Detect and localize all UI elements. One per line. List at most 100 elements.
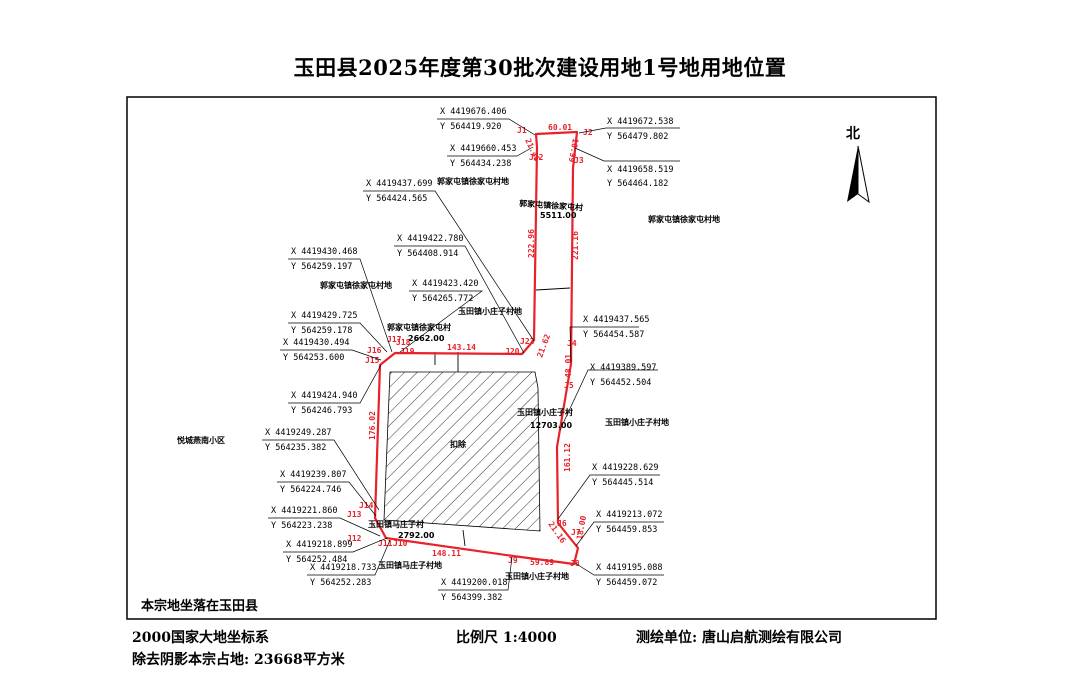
coord-y-j8: Y 564459.072	[596, 578, 657, 588]
north-label: 北	[846, 126, 860, 142]
neighbor-labels: 郭家屯镇徐家屯村地 郭家屯镇徐家屯村地 郭家屯镇徐家屯村地 玉田镇小庄子村地 玉…	[177, 176, 720, 581]
point-label-j22: J22	[529, 153, 544, 162]
point-label-j17: J17	[387, 335, 402, 344]
coordinate-system: 2000国家大地坐标系	[132, 630, 269, 646]
coord-y-j1: Y 564419.920	[440, 122, 501, 132]
point-label-j8: J8	[570, 559, 580, 568]
point-label-j15: J15	[365, 356, 380, 365]
edge-length: 21.46	[523, 137, 541, 163]
point-label-j5: J5	[564, 381, 574, 390]
coord-x-j14: X 4419249.287	[265, 428, 332, 438]
neighbor-label: 玉田镇小庄子村地	[458, 306, 522, 316]
coord-x-j15: X 4419424.940	[291, 391, 358, 401]
coord-x-j3: X 4419658.519	[607, 165, 674, 175]
coord-y-j17: Y 564259.197	[291, 262, 352, 272]
area-label-name: 玉田镇马庄子村	[368, 519, 424, 529]
coord-y-j12: Y 564223.238	[271, 521, 332, 531]
edge-length: 48.01	[564, 354, 573, 378]
coord-x-j19: X 4419423.420	[412, 279, 479, 289]
point-label-j1: J1	[517, 126, 527, 135]
coord-x-j16: X 4419430.494	[283, 338, 350, 348]
point-label-j9: J9	[508, 556, 518, 565]
coord-y-j10: Y 564252.283	[310, 578, 371, 588]
coord-y-j3: Y 564464.182	[607, 179, 668, 189]
coord-y-j13: Y 564224.746	[280, 485, 341, 495]
coordinate-annotations: X 4419676.406 Y 564419.920 X 4419672.538…	[265, 107, 674, 603]
coord-x-j22: X 4419660.453	[450, 144, 517, 154]
neighbor-label: 玉田镇小庄子村地	[505, 571, 569, 581]
edge-length: 222.96	[527, 229, 536, 258]
area-note: 除去阴影本宗占地: 23668平方米	[132, 652, 345, 668]
coord-x-j1: X 4419676.406	[440, 107, 507, 117]
map-title: 玉田县2025年度第30批次建设用地1号地用地位置	[293, 55, 787, 80]
coord-x-j8: X 4419195.088	[596, 563, 663, 573]
area-label-value: 5511.00	[540, 211, 577, 220]
edge-length: 143.14	[447, 343, 476, 352]
excluded-hatched-area	[383, 371, 541, 532]
neighbor-label: 玉田镇马庄子村地	[378, 560, 442, 570]
area-label-value: 2792.00	[398, 531, 435, 540]
edge-length: 221.16	[571, 231, 580, 260]
coord-x-j9: X 4419200.018	[441, 578, 508, 588]
coord-y-j2: Y 564479.802	[607, 132, 668, 142]
coord-x-j7: X 4419213.072	[596, 510, 663, 520]
coord-x-j5: X 4419389.597	[590, 363, 657, 373]
coord-y-j5: Y 564452.504	[590, 378, 651, 388]
point-label-j11: J11	[378, 539, 393, 548]
county-note: 本宗地坐落在玉田县	[141, 598, 258, 614]
point-label-j18: J18	[396, 338, 411, 347]
point-label-j4: J4	[567, 339, 577, 348]
point-label-j14: J14	[359, 501, 374, 510]
coord-x-j12: X 4419221.860	[271, 506, 338, 516]
coord-y-j19: Y 564265.772	[412, 294, 473, 304]
area-label-name: 郭家屯镇徐家屯村	[519, 198, 584, 212]
parcel-area-labels: 郭家屯镇徐家屯村 5511.00 郭家屯镇徐家屯村 2662.00 玉田镇小庄子…	[368, 198, 583, 540]
edge-length: 161.12	[563, 443, 572, 472]
map-frame	[126, 96, 937, 620]
point-label-j23: J23	[520, 337, 535, 346]
surveyor-label: 测绘单位: 唐山启航测绘有限公司	[636, 630, 843, 646]
coord-y-j4: Y 564454.587	[583, 330, 644, 340]
parcel-boundary	[373, 130, 580, 566]
point-label-j10: J10	[393, 539, 408, 548]
coordinate-leaders	[262, 118, 680, 591]
edge-length: 59.89	[530, 558, 554, 567]
point-label-j12: J12	[347, 534, 362, 543]
coord-x-j17: X 4419430.468	[291, 247, 358, 257]
edge-length: 18.00	[575, 515, 588, 540]
point-label-j16: J16	[367, 346, 382, 355]
neighbor-label: 郭家屯镇徐家屯村地	[437, 176, 509, 186]
point-label-j19: J19	[400, 347, 415, 356]
coord-x-j18: X 4419429.725	[291, 311, 358, 321]
coord-y-j18: Y 564259.178	[291, 326, 352, 336]
coord-x-j10: X 4419218.733	[310, 563, 377, 573]
area-label-name: 郭家屯镇徐家屯村	[387, 322, 451, 332]
area-label-name: 玉田镇小庄子村	[517, 407, 573, 417]
edge-length: 148.11	[432, 549, 461, 558]
coord-x-j11: X 4419218.899	[286, 540, 353, 550]
point-label-j3: J3	[574, 156, 584, 165]
boundary-point-labels: J1 J2 J22 J3 J23 J20 J17 J18 J19 J16 J15…	[347, 126, 593, 568]
neighbor-label: 郭家屯镇徐家屯村地	[648, 214, 720, 224]
coord-y-j14: Y 564235.382	[265, 443, 326, 453]
area-label-value: 2662.00	[408, 334, 445, 343]
neighbor-label: 郭家屯镇徐家屯村地	[320, 280, 392, 290]
coord-x-j2: X 4419672.538	[607, 117, 674, 127]
edge-length: 21.62	[535, 333, 552, 359]
point-label-j7: J7	[571, 528, 581, 537]
coord-y-j15: Y 564246.793	[291, 406, 352, 416]
coord-y-j6: Y 564445.514	[592, 478, 653, 488]
coord-x-j20: X 4419422.780	[397, 234, 464, 244]
coord-x-j6: X 4419228.629	[592, 463, 659, 473]
coord-y-j23: Y 564424.565	[366, 194, 427, 204]
neighbor-label: 玉田镇小庄子村地	[605, 417, 669, 427]
point-label-j6: J6	[557, 519, 567, 528]
point-label-j2: J2	[583, 128, 593, 137]
edge-length: 60.01	[548, 123, 572, 132]
area-label-value: 12703.00	[530, 421, 572, 430]
coord-x-j23: X 4419437.699	[366, 179, 433, 189]
scale-label: 比例尺 1:4000	[456, 630, 557, 646]
edge-length: 10.99	[567, 138, 580, 163]
excluded-label: 扣除	[450, 439, 467, 449]
